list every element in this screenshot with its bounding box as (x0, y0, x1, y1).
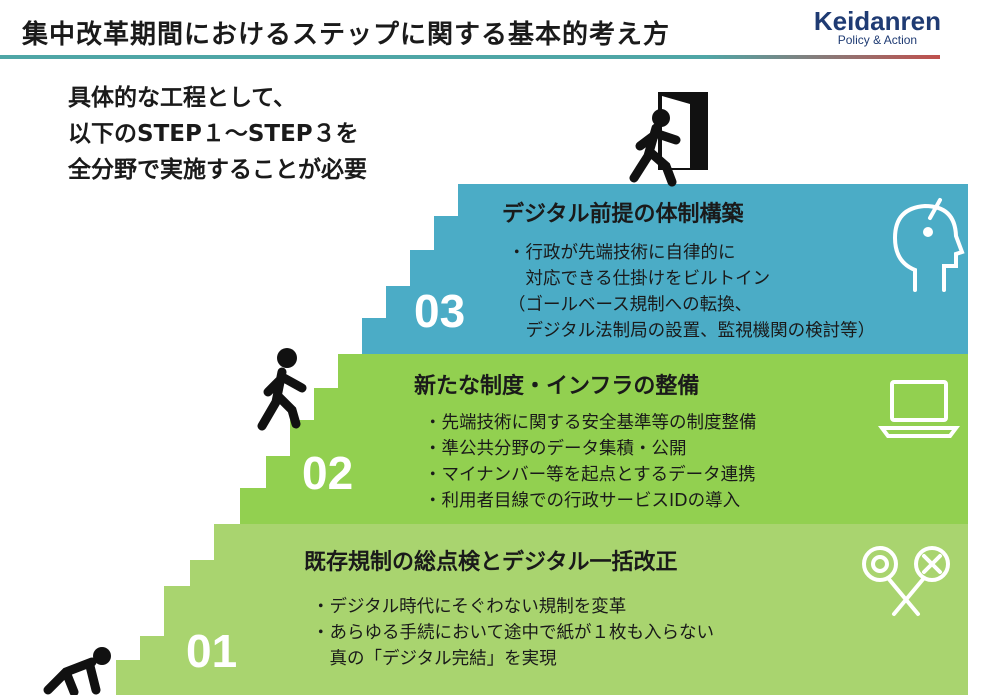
step-03-bullets: ・行政が先端技術に自律的に 対応できる仕掛けをビルトイン (508, 240, 770, 292)
maru-batsu-icon (862, 546, 950, 616)
page-title: 集中改革期間におけるステップに関する基本的考え方 (22, 20, 671, 50)
intro-line: 全分野で実施することが必要 (68, 157, 367, 183)
step-01-bullets: ・デジタル時代にそぐわない規制を変革 ・あらゆる手続において途中で紙が１枚も入ら… (312, 594, 714, 672)
laptop-icon (878, 380, 960, 438)
step-02-bullets: ・先端技術に関する安全基準等の制度整備 ・準公共分野のデータ集積・公開 ・マイナ… (424, 410, 757, 514)
step-02-number: 02 (302, 447, 354, 499)
bullet-item: ・デジタル時代にそぐわない規制を変革 (312, 597, 627, 617)
bullet-item: ・利用者目線での行政サービスIDの導入 (424, 491, 741, 511)
intro-text: 具体的な工程として、 以下のSTEP１〜STEP３を 全分野で実施することが必要 (68, 80, 367, 188)
intro-line: 以下のSTEP１〜STEP３を (68, 121, 359, 147)
walking-person-icon (257, 348, 307, 431)
exit-door-icon (629, 92, 708, 187)
starting-runner-icon (43, 647, 111, 695)
step-01-content: 既存規制の総点検とデジタル一括改正 (304, 544, 678, 576)
step-03-band (338, 184, 968, 354)
step-02-heading: 新たな制度・インフラの整備 (414, 374, 700, 399)
step-01-band (116, 524, 968, 695)
bullet-item: 真の「デジタル完結」を実現 (312, 649, 557, 669)
step-03-heading: デジタル前提の体制構築 (502, 202, 744, 227)
brand-name: Keidanren (813, 6, 941, 36)
brand-subtitle: Policy & Action (837, 33, 918, 47)
step-01-number: 01 (186, 625, 238, 677)
step-03-number: 03 (414, 285, 466, 337)
idea-head-icon (892, 198, 965, 292)
intro-line: 具体的な工程として、 (68, 85, 297, 111)
bullet-item: デジタル法制局の設置、監視機関の検討等） (508, 321, 876, 341)
bullet-item: ・あらゆる手続において途中で紙が１枚も入らない (312, 623, 714, 643)
bullet-item: ・準公共分野のデータ集積・公開 (424, 439, 687, 459)
bullet-item: ・先端技術に関する安全基準等の制度整備 (424, 413, 757, 433)
step-03-content: デジタル前提の体制構築 (502, 196, 744, 228)
step-01-heading: 既存規制の総点検とデジタル一括改正 (304, 550, 678, 575)
bullet-item: 対応できる仕掛けをビルトイン (508, 269, 771, 289)
title-underline (0, 55, 940, 59)
bullet-item: ・マイナンバー等を起点とするデータ連携 (424, 465, 756, 485)
step-02-band (214, 354, 968, 524)
brand-logo: Keidanren Policy & Action (814, 6, 941, 46)
bullet-item: ・行政が先端技術に自律的に (508, 243, 736, 263)
bullet-item: （ゴールベース規制への転換、 (508, 295, 753, 315)
step-03-notes: （ゴールベース規制への転換、 デジタル法制局の設置、監視機関の検討等） (508, 292, 875, 344)
step-02-content: 新たな制度・インフラの整備 (414, 368, 699, 400)
